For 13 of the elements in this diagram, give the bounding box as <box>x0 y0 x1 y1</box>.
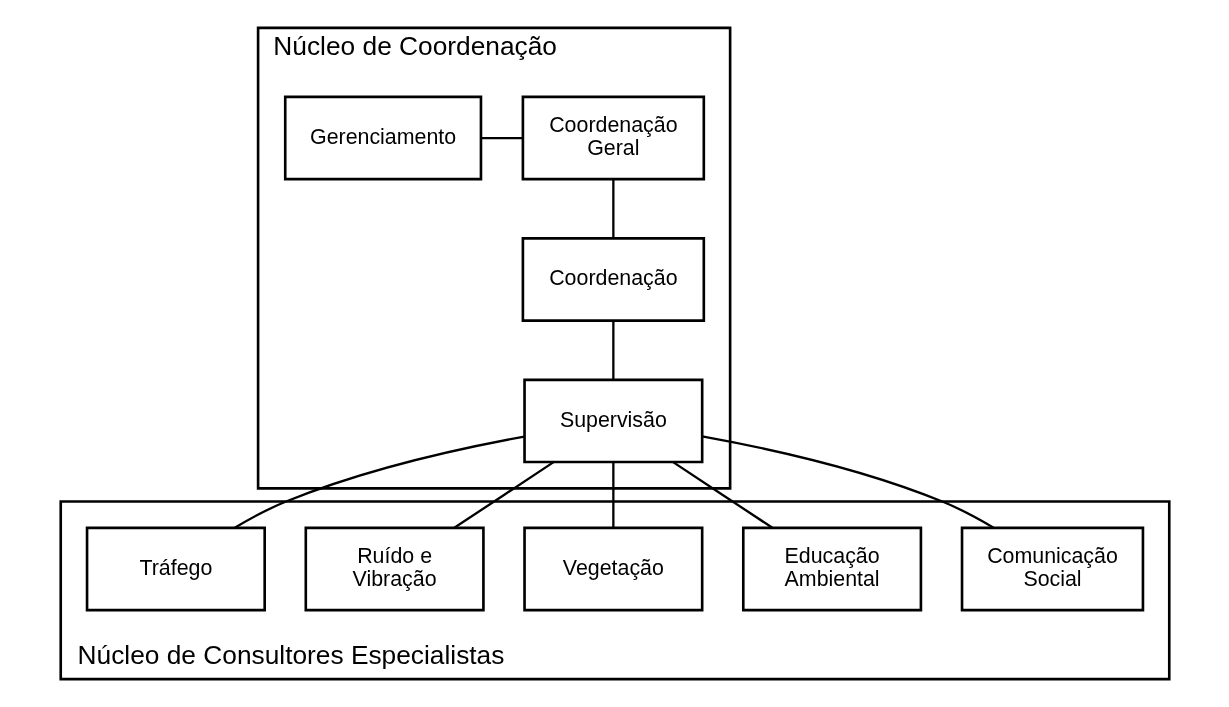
connector <box>611 179 614 238</box>
node-box: Vegetação <box>522 526 703 612</box>
node-box: Tráfego <box>85 526 266 612</box>
node-box: Coordenação <box>521 237 705 322</box>
node-box: Gerenciamento <box>283 95 482 181</box>
node-box: Educação Ambiental <box>741 526 922 612</box>
node-box: Coordenação Geral <box>521 95 705 181</box>
connector <box>611 321 614 380</box>
node-box: Supervisão <box>522 378 703 464</box>
connector <box>480 136 522 140</box>
connector <box>611 462 614 528</box>
node-box: Comunicação Social <box>960 526 1144 612</box>
node-box: Ruído e Vibração <box>304 526 485 612</box>
